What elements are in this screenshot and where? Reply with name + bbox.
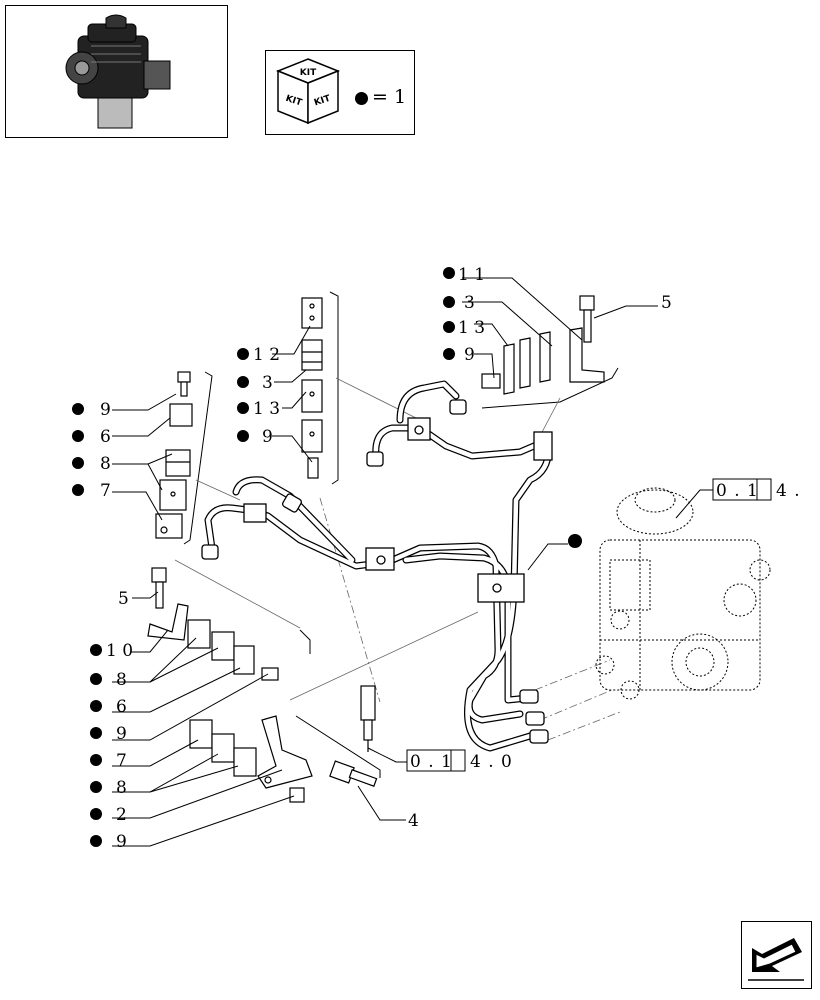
reference-injector-tail-text: 4 . 0 xyxy=(470,752,513,772)
callout-8-bottom: 8 xyxy=(116,778,127,798)
engine-thumbnail-image xyxy=(65,14,171,129)
bullet-icons xyxy=(72,267,582,847)
kit-equation-text: = 1 xyxy=(372,86,407,108)
clamp-stack-upper-middle xyxy=(301,297,323,479)
callout-5-lower: 5 xyxy=(118,589,129,609)
callout-6-left: 6 xyxy=(100,427,111,447)
callout-4: 4 xyxy=(408,811,419,831)
callout-10: 1 0 xyxy=(106,641,133,661)
clamp-stack-left xyxy=(155,371,193,539)
callout-6-lower: 6 xyxy=(116,697,127,717)
injection-pipes xyxy=(204,380,553,752)
callout-13-upper: 1 3 xyxy=(458,318,485,338)
kit-cube-icon: KIT KIT KIT xyxy=(275,58,341,125)
callout-8-left: 8 xyxy=(100,454,111,474)
reference-pump-box-text: 0 . 1 xyxy=(716,481,759,501)
pipe-clamps xyxy=(243,417,553,603)
clamp-stack-upper-right xyxy=(481,295,605,395)
kit-equation: = 1 xyxy=(355,86,406,108)
bullet-icon xyxy=(355,91,368,105)
next-page-nav[interactable] xyxy=(741,921,812,989)
callout-12: 1 2 xyxy=(253,345,280,365)
callout-7-bottom: 7 xyxy=(116,751,127,771)
callout-11: 1 1 xyxy=(458,265,485,285)
callout-9-left: 9 xyxy=(100,400,111,420)
callout-3-upper: 3 xyxy=(464,293,475,313)
injection-pump xyxy=(595,487,771,700)
clamp-stack-bottom xyxy=(189,715,378,803)
next-page-arrow-icon xyxy=(748,938,804,981)
kit-text-top: KIT xyxy=(300,68,317,78)
callout-9-bottom: 9 xyxy=(116,832,127,852)
callout-5-upper: 5 xyxy=(661,293,672,313)
callout-2: 2 xyxy=(116,805,127,825)
callout-13-middle: 1 3 xyxy=(253,399,280,419)
callout-9-upper: 9 xyxy=(464,345,475,365)
callout-7-left: 7 xyxy=(100,481,111,501)
kit-legend-box: KIT KIT KIT xyxy=(265,50,415,135)
callout-9-middle: 9 xyxy=(262,427,273,447)
injector xyxy=(360,685,376,752)
callout-8-lower: 8 xyxy=(116,670,127,690)
callout-labels: 1 1 3 1 3 9 5 1 2 3 1 3 9 9 6 8 7 5 1 0 … xyxy=(100,265,672,852)
reference-injector[interactable]: 0 . 1 4 . 0 xyxy=(406,749,513,772)
engine-thumbnail-frame[interactable] xyxy=(5,5,228,138)
pipe-nuts xyxy=(201,399,549,744)
callout-9-lower: 9 xyxy=(116,724,127,744)
reference-injector-box-text: 0 . 1 xyxy=(410,752,453,772)
reference-pump-tail-text: 4 . xyxy=(776,481,801,501)
reference-pump[interactable]: 0 . 1 4 . xyxy=(712,478,801,501)
clamp-stack-lower-left xyxy=(147,567,279,681)
callout-3-middle: 3 xyxy=(262,373,273,393)
